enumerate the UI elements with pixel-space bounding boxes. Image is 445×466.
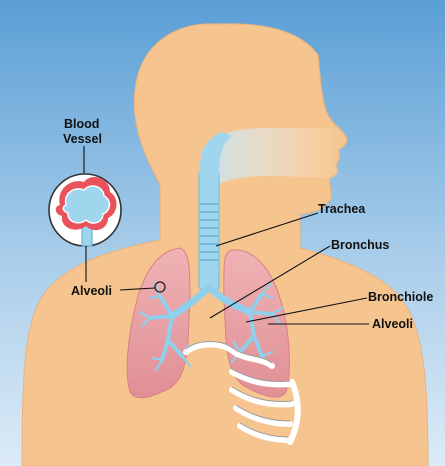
blood-vessel-label-line2: Vessel xyxy=(63,132,102,146)
trachea-tube xyxy=(199,170,219,290)
alveoli-right-label: Alveoli xyxy=(372,317,413,331)
bronchiole-label: Bronchiole xyxy=(368,290,433,304)
trachea-label: Trachea xyxy=(318,202,366,216)
alveoli-left-label: Alveoli xyxy=(71,284,112,298)
bronchus-label: Bronchus xyxy=(331,238,389,252)
alveoli-cluster xyxy=(63,186,109,223)
blood-vessel-label-line1: Blood xyxy=(64,117,99,131)
